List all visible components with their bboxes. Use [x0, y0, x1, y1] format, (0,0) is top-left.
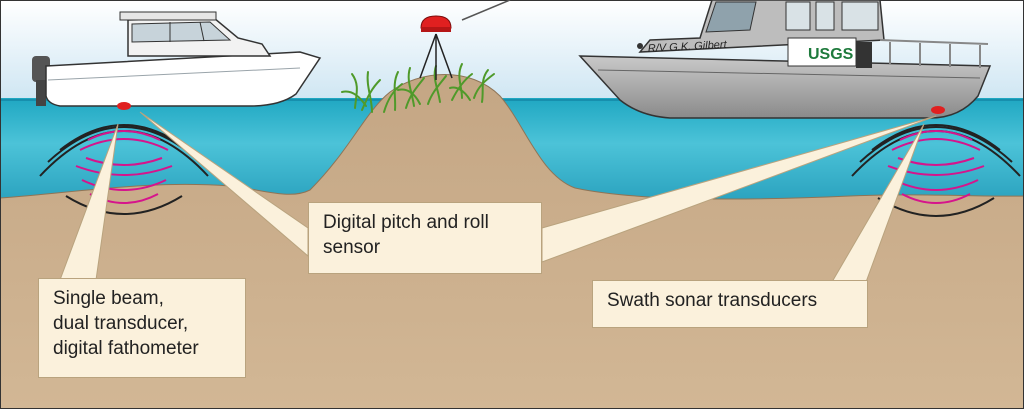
small-boat-icon: [32, 11, 322, 110]
callout-single-beam-line-2: dual transducer,: [53, 313, 189, 334]
usgs-logo: USGS: [808, 46, 854, 63]
pointer-pitch-roll-right: [541, 115, 937, 263]
callout-single-beam-line-3: digital fathometer: [53, 338, 199, 359]
callout-pitch-roll: Digital pitch and roll sensor: [308, 202, 542, 274]
gps-antenna-icon: [419, 0, 511, 80]
callout-single-beam-line-1: Single beam,: [53, 288, 164, 309]
vessel-name: R/V G.K. Gilbert: [648, 39, 728, 55]
callout-swath-line-1: Swath sonar transducers: [607, 290, 818, 311]
callout-pitch-roll-line-2: sensor: [323, 237, 381, 258]
marsh-grass-icon: [341, 63, 495, 113]
callout-pointers: [59, 111, 937, 283]
survey-vessel-icon: [578, 0, 992, 119]
callout-single-beam: Single beam, dual transducer, digital fa…: [38, 278, 246, 378]
callout-pitch-roll-line-1: Digital pitch and roll: [323, 212, 489, 233]
callout-swath: Swath sonar transducers: [592, 280, 868, 328]
